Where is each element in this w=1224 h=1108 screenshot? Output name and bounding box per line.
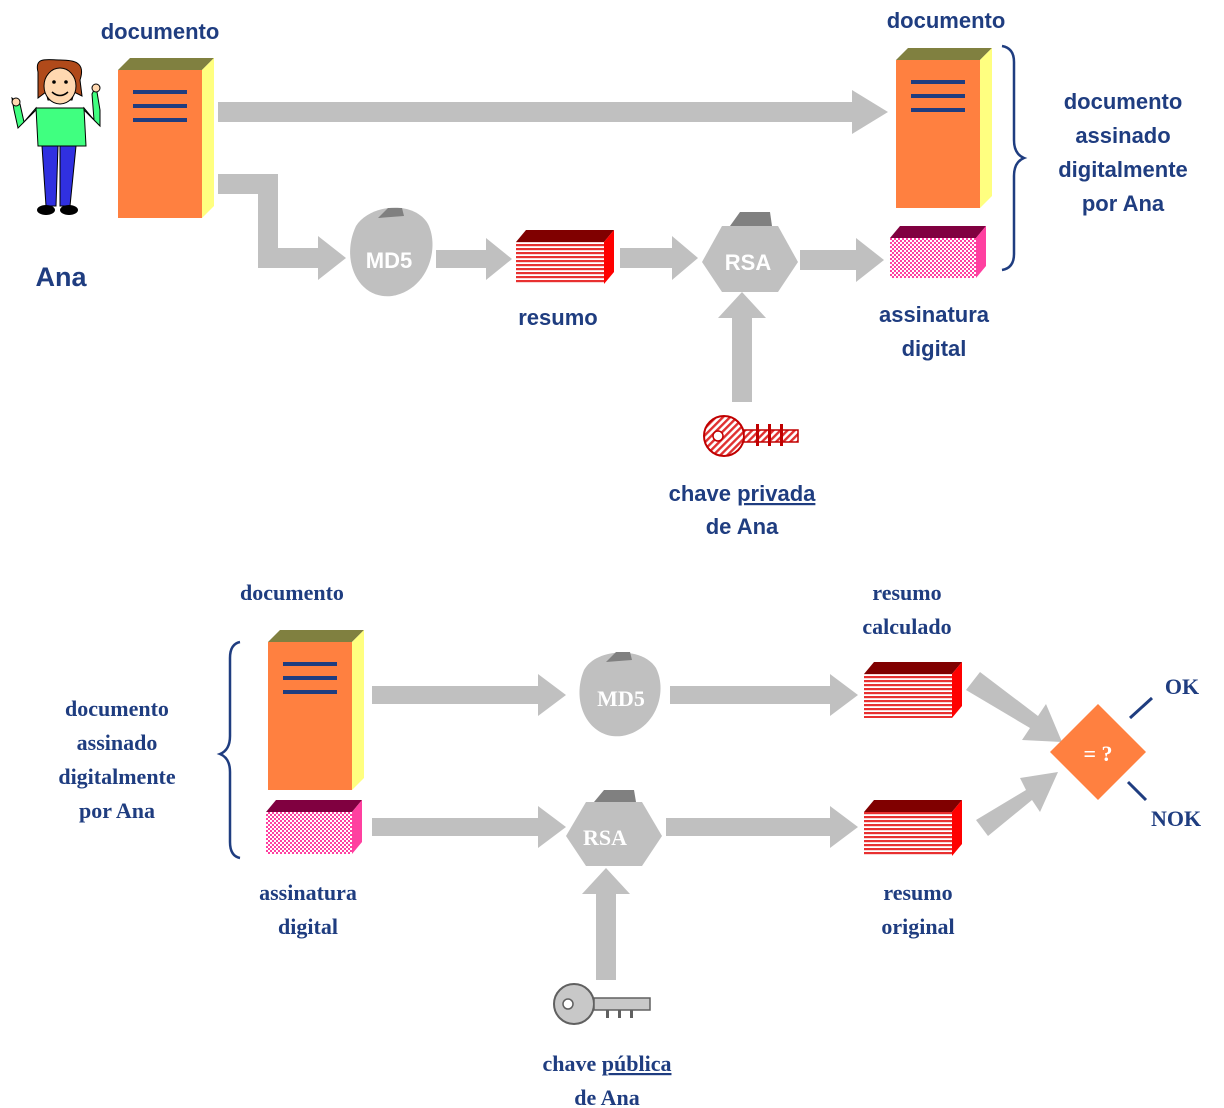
top-rsa-operator: RSA: [702, 212, 798, 292]
nok-connector: [1126, 780, 1148, 802]
md5-hash-operator: MD5: [350, 207, 433, 297]
public-key-label-line2: de Ana: [574, 1085, 639, 1108]
arrow-calculated-digest-to-compare: [966, 672, 1062, 742]
signed-document-label: documento: [887, 8, 1006, 33]
private-key-icon: [703, 415, 799, 457]
original-digest-label-line2: original: [881, 914, 954, 939]
arrow-bottom-document-to-md5: [372, 674, 566, 716]
calculated-digest-label-line2: calculado: [862, 614, 951, 639]
compare-operator: = ?: [1050, 704, 1146, 800]
bottom-document-icon: [268, 630, 364, 790]
bottom-rsa-op-label: RSA: [583, 825, 627, 850]
arrow-digest-to-rsa: [620, 236, 698, 280]
signed-bracket-label-4: por Ana: [1082, 191, 1165, 216]
bottom-bracket-label-3: digitalmente: [58, 764, 176, 789]
ana-person-icon: [11, 59, 101, 215]
ok-label: OK: [1165, 674, 1199, 699]
bottom-left-brace: [216, 640, 241, 860]
signed-bracket-label-3: digitalmente: [1058, 157, 1188, 182]
top-rsa-op-label: RSA: [725, 250, 772, 275]
md5-op-label: MD5: [366, 248, 412, 273]
compare-op-label: = ?: [1083, 741, 1112, 766]
arrow-md5-to-calculated-digest: [670, 674, 858, 716]
arrow-md5-to-digest: [436, 238, 512, 280]
calculated-digest-label-line1: resumo: [872, 580, 941, 605]
arrow-private-key-to-rsa: [718, 292, 766, 402]
digest-label: resumo: [518, 305, 597, 330]
nok-label: NOK: [1151, 806, 1201, 831]
bottom-signature-label-line2: digital: [278, 914, 338, 939]
arrow-public-key-to-rsa: [582, 868, 630, 980]
top-signature-label-line2: digital: [902, 336, 967, 361]
arrow-original-digest-to-compare: [976, 772, 1058, 836]
bottom-document-label: documento: [240, 580, 344, 605]
top-document-label: documento: [101, 19, 220, 44]
top-document-icon: [118, 58, 214, 218]
ok-connector: [1128, 696, 1154, 720]
top-digest-icon: [516, 230, 614, 284]
arrow-bottom-signature-to-rsa: [372, 806, 566, 848]
bottom-md5-op-label: MD5: [597, 686, 645, 711]
arrow-document-to-signed: [218, 90, 888, 134]
bottom-bracket-label-1: documento: [65, 696, 169, 721]
private-key-label-line2: de Ana: [706, 514, 779, 539]
signed-document-icon: [896, 48, 992, 208]
top-signature-label-line1: assinatura: [879, 302, 990, 327]
original-digest-label-line1: resumo: [883, 880, 952, 905]
bottom-md5-operator: MD5: [579, 652, 661, 737]
private-key-label-line1: chave privada: [669, 481, 817, 506]
bottom-rsa-operator: RSA: [566, 790, 662, 866]
arrow-rsa-to-signature: [800, 238, 884, 282]
bottom-bracket-label-4: por Ana: [79, 798, 155, 823]
top-right-brace: [1001, 44, 1028, 272]
top-signature-icon: [890, 226, 986, 278]
bottom-signature-label-line1: assinatura: [259, 880, 357, 905]
signed-bracket-label-2: assinado: [1075, 123, 1170, 148]
ana-name-label: Ana: [35, 262, 87, 292]
public-key-label-line1: chave pública: [543, 1051, 672, 1076]
arrow-document-to-md5: [218, 174, 346, 280]
original-digest-icon: [864, 800, 962, 856]
arrow-rsa-to-original-digest: [666, 806, 858, 848]
calculated-digest-icon: [864, 662, 962, 718]
public-key-icon: [553, 983, 651, 1025]
signed-bracket-label-1: documento: [1064, 89, 1183, 114]
bottom-signature-icon: [266, 800, 362, 854]
bottom-bracket-label-2: assinado: [77, 730, 158, 755]
